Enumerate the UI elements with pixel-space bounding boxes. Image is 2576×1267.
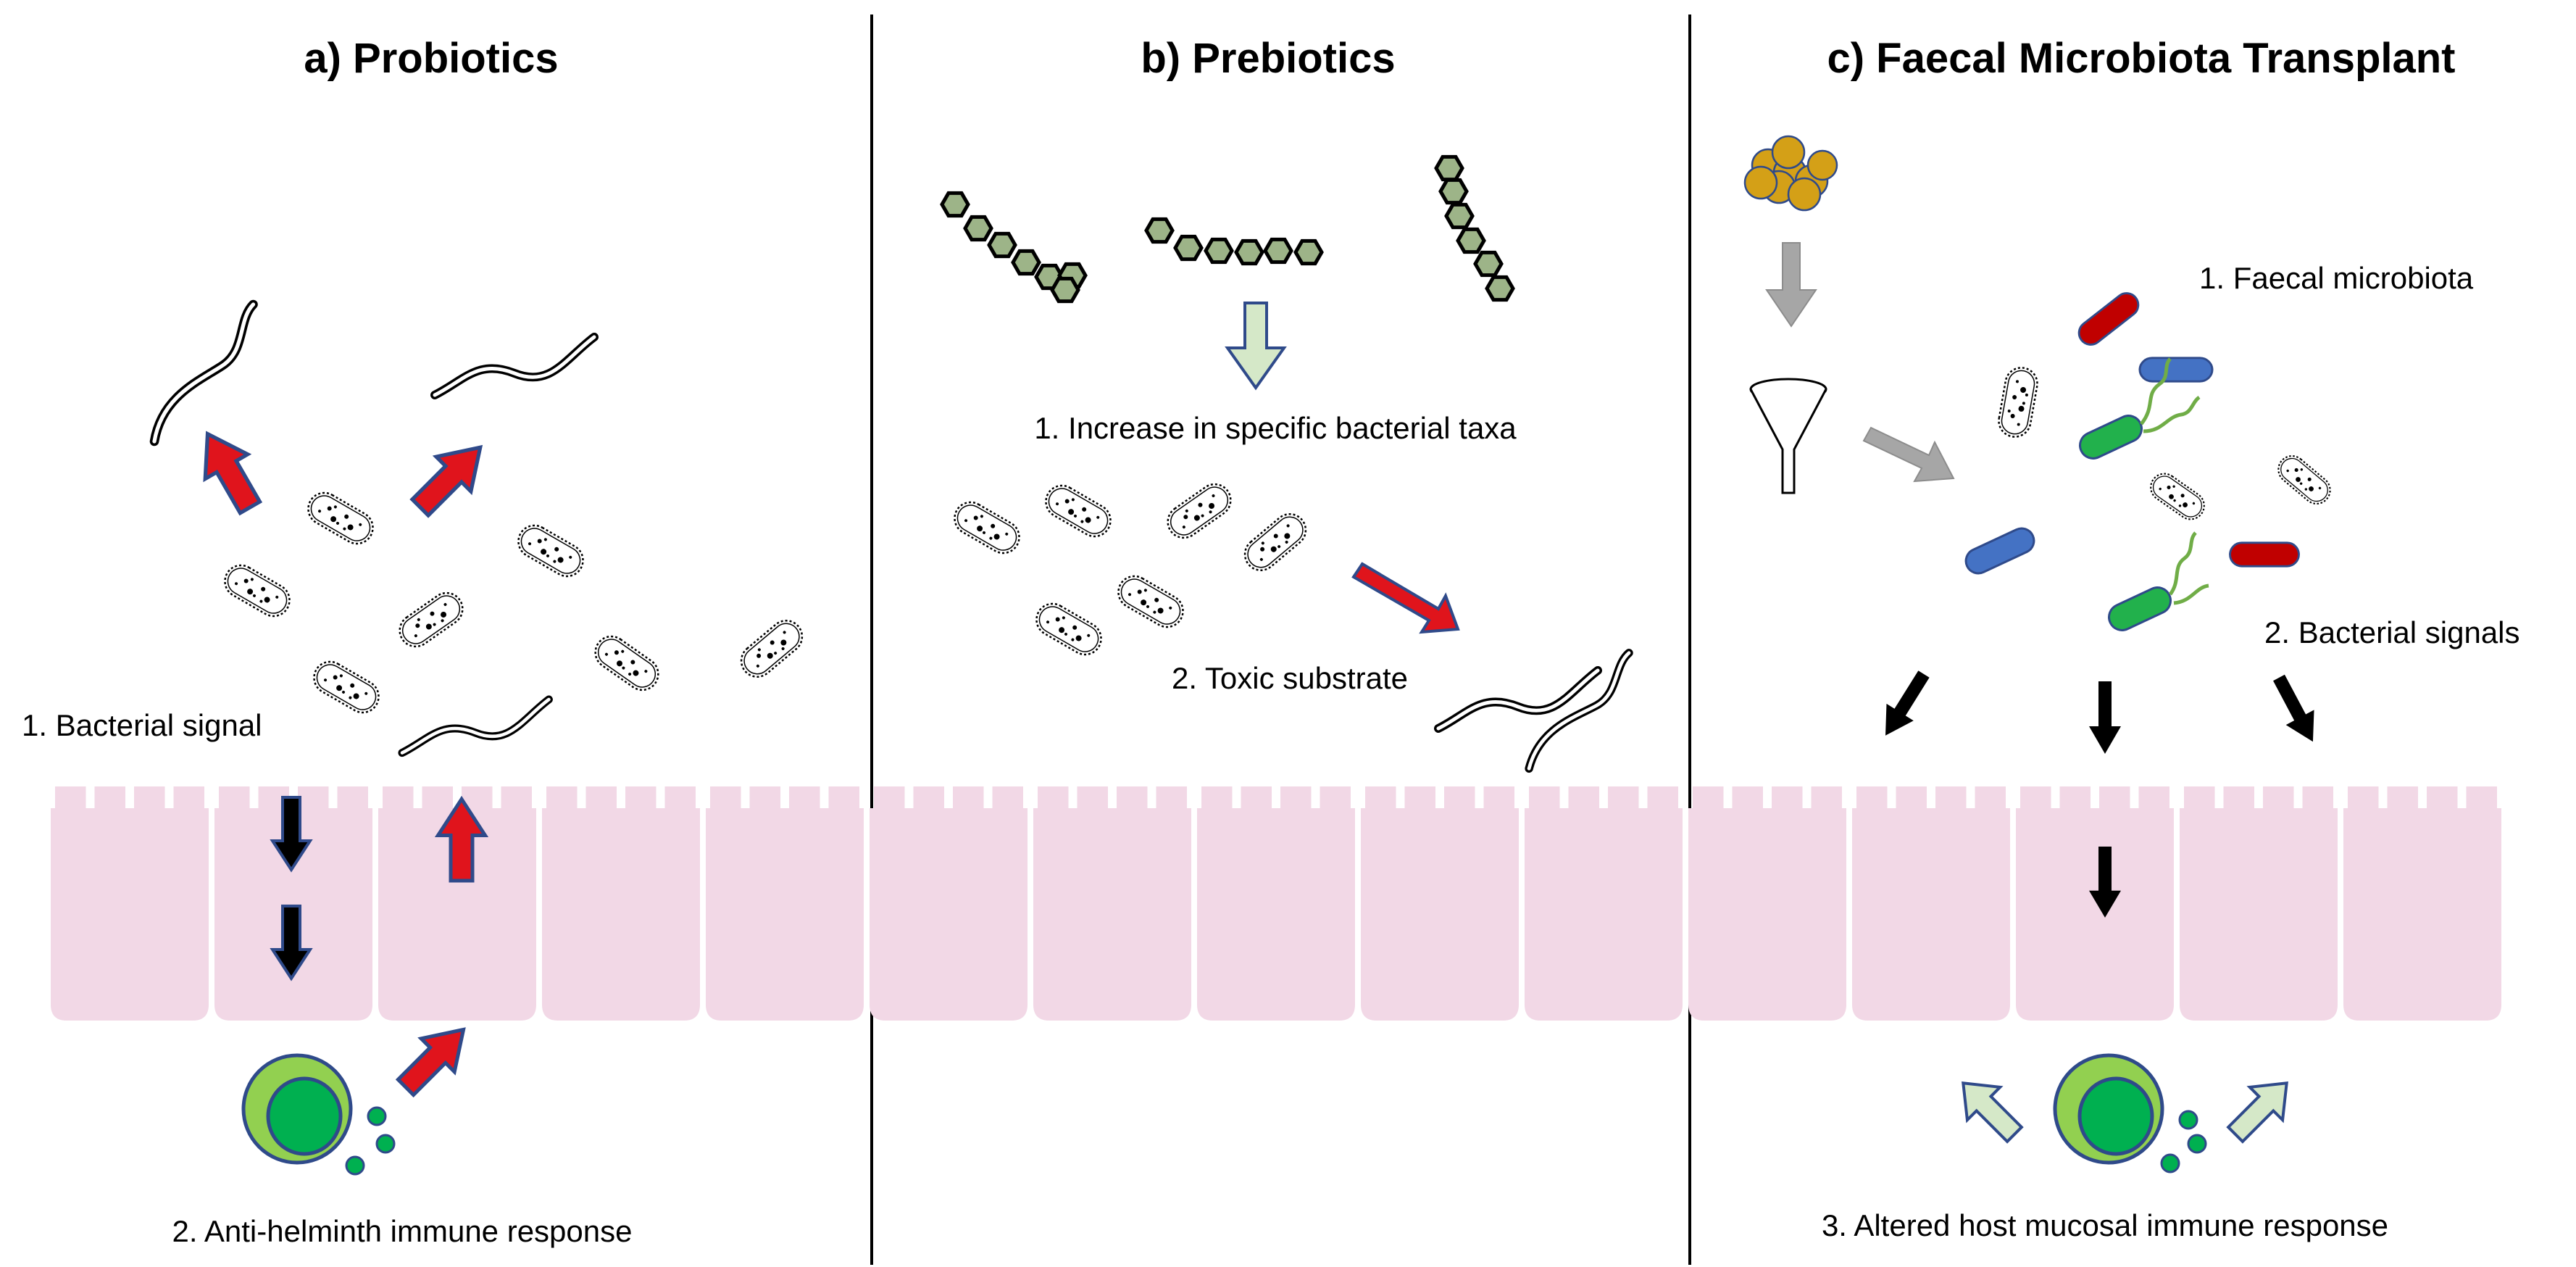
helminth-icon [435, 337, 594, 395]
bacterium-icon [1995, 364, 2041, 441]
prebiotic-chain-icon [942, 193, 1085, 301]
panel-a-label-bacterial-signal: 1. Bacterial signal [22, 708, 262, 742]
epithelial-cell [2016, 786, 2174, 1021]
bacterium-icon [948, 495, 1026, 560]
panel-c-label-immune-response: 3. Altered host mucosal immune response [1822, 1208, 2388, 1242]
epithelial-cell [2343, 786, 2501, 1021]
process-arrow [1862, 426, 1955, 483]
helminth-icon [402, 699, 549, 753]
bacterium-icon [2229, 541, 2300, 568]
flagellated-bacterium-icon [2079, 357, 2201, 460]
panel-b-title: b) Prebiotics [1141, 35, 1395, 82]
epithelial-cell [1525, 786, 1683, 1021]
prebiotic-chain-icon [1146, 219, 1322, 263]
down-arrow [2264, 670, 2327, 749]
response-arrow [2219, 1067, 2303, 1151]
faeces-icon [1743, 135, 1838, 212]
bacterium-icon [1160, 477, 1238, 545]
signal-arrow [403, 430, 498, 525]
cytokine-dot [367, 1106, 387, 1126]
panel-a-title: a) Probiotics [304, 35, 558, 82]
bacterium-icon [2272, 449, 2337, 510]
signal-arrow [1351, 562, 1460, 634]
response-arrow [1947, 1067, 2031, 1151]
filter-funnel-icon [1749, 378, 1827, 494]
panel-c: 1. Faecal microbiota 2. Bacterial signal… [1743, 135, 2520, 1242]
down-arrow [1872, 665, 1938, 744]
epithelial-cell [1033, 786, 1191, 1021]
epithelial-cell [51, 786, 209, 1021]
epithelial-cell [1197, 786, 1355, 1021]
process-arrow [1765, 242, 1817, 328]
bacterium-icon [301, 486, 380, 551]
bacterium-icon [1112, 569, 1190, 634]
epithelial-cell [1688, 786, 1846, 1021]
helminth-icon [154, 304, 254, 441]
signal-arrow [186, 422, 271, 520]
immune-cell-icon [2055, 1055, 2162, 1163]
epithelial-cell [378, 786, 536, 1021]
cytokine-dot [2160, 1153, 2180, 1173]
panel-c-title: c) Faecal Microbiota Transplant [1827, 35, 2456, 82]
bacterium-icon [512, 518, 590, 583]
bacterium-icon [392, 586, 470, 654]
flagellated-bacterium-icon [2108, 531, 2209, 631]
cytokine-dot [375, 1134, 396, 1154]
down-arrow [2089, 681, 2121, 754]
prebiotic-chain-icon [1436, 157, 1513, 299]
epithelial-cell [214, 786, 372, 1021]
bacterium-icon [2138, 357, 2214, 383]
immune-cell-icon [243, 1055, 351, 1163]
bacterium-icon [218, 558, 296, 623]
epithelial-cell [870, 786, 1028, 1021]
bacterium-icon [1237, 507, 1314, 578]
epithelial-cell [542, 786, 700, 1021]
epithelial-cell [1361, 786, 1519, 1021]
cytokine-dot [345, 1155, 365, 1176]
panel-b-label-toxic: 2. Toxic substrate [1172, 661, 1408, 695]
panel-b: 1. Increase in specific bacterial taxa 2… [942, 157, 1629, 776]
bacterium-icon [2073, 287, 2144, 351]
bacterium-icon [2144, 468, 2211, 526]
cytokine-dot [2187, 1134, 2207, 1154]
panel-c-label-bacterial-signals: 2. Bacterial signals [2264, 615, 2520, 649]
cytokine-dot [2178, 1110, 2198, 1130]
bacterium-icon [588, 629, 666, 697]
panel-c-label-faecal-microbiota: 1. Faecal microbiota [2199, 261, 2474, 295]
increase-arrow [1225, 302, 1287, 391]
signal-arrow [389, 1013, 480, 1104]
bacterium-icon [1961, 523, 2039, 579]
epithelial-cell [706, 786, 864, 1021]
panel-a: 1. Bacterial signal 2. Anti-helminth imm… [22, 304, 810, 1248]
epithelial-cell [2180, 786, 2338, 1021]
panel-a-label-immune-response: 2. Anti-helminth immune response [172, 1214, 633, 1248]
bacterium-icon [1030, 597, 1108, 662]
intestinal-epithelium [51, 786, 2501, 1021]
bacterium-icon [733, 613, 810, 684]
panel-b-label-increase: 1. Increase in specific bacterial taxa [1034, 411, 1517, 445]
epithelial-cell [1852, 786, 2010, 1021]
bacterium-icon [307, 655, 385, 720]
bacterium-icon [1039, 478, 1117, 544]
